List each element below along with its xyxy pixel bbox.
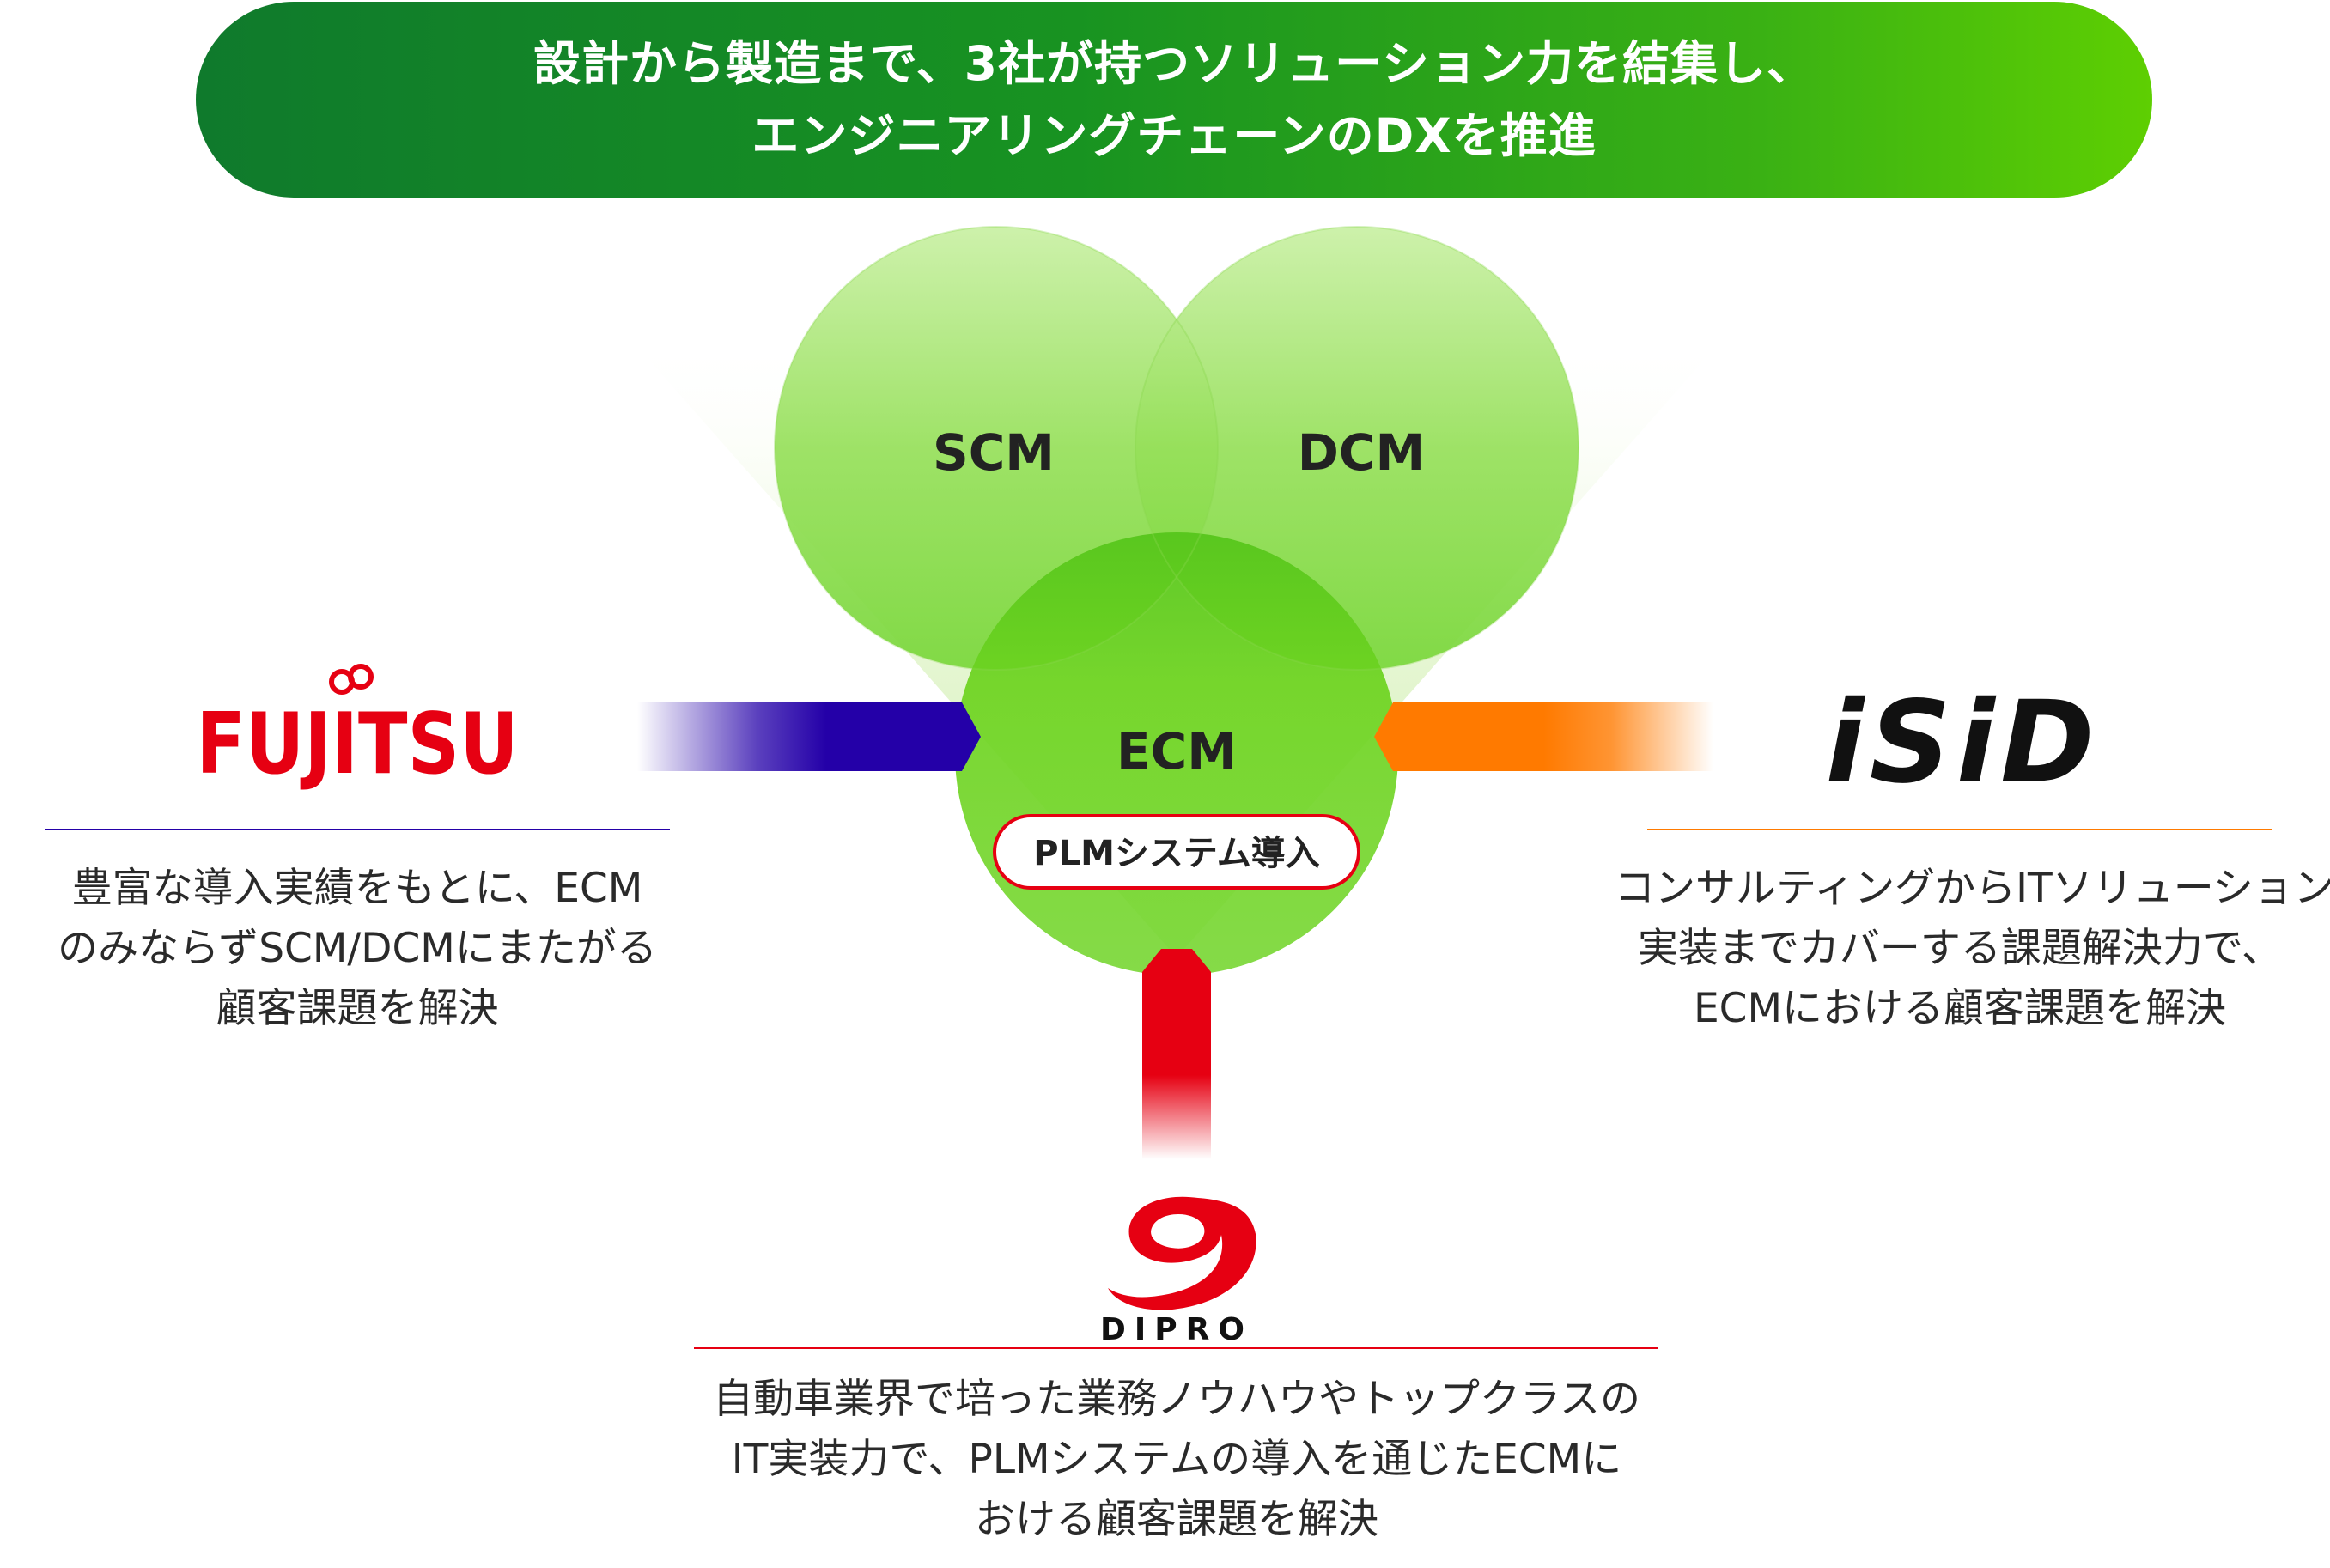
ecm-label: ECM	[1116, 722, 1237, 781]
fujitsu-arrow	[637, 702, 981, 771]
headline-line-1: 設計から製造まで、3社が持つソリューション力を結集し、	[533, 36, 1815, 91]
scm-circle-outline	[774, 226, 1219, 671]
dipro-logo-mark	[1108, 1196, 1256, 1310]
fujitsu-description: 豊富な導入実績をもとに、ECM のみならずSCM/DCMにまたがる 顧客課題を解…	[34, 859, 680, 1039]
isid-description-line: コンサルティングからITソリューション	[1615, 865, 2330, 912]
dipro-description-line: 自動車業界で培った業務ノウハウやトップクラスの	[712, 1376, 1641, 1423]
isid-description-line: ECMにおける顧客課題を解決	[1693, 985, 2227, 1032]
isid-arrow	[1374, 702, 1713, 771]
headline-banner: 設計から製造まで、3社が持つソリューション力を結集し、 エンジニアリングチェーン…	[196, 2, 2152, 198]
dipro-description: 自動車業界で培った業務ノウハウやトップクラスの IT実装力で、PLMシステムの導…	[653, 1370, 1700, 1550]
scm-label: SCM	[933, 423, 1055, 482]
fujitsu-logo: FUJITSU	[196, 664, 519, 793]
dipro-arrow	[1142, 949, 1211, 1159]
dipro-description-line: おける顧客課題を解決	[975, 1496, 1378, 1543]
headline-line-2: エンジニアリングチェーンのDXを推進	[751, 108, 1597, 163]
dipro-logo: DIPRO	[1100, 1196, 1256, 1347]
plm-badge	[993, 814, 1360, 890]
fujitsu-description-line: 豊富な導入実績をもとに、ECM	[71, 865, 643, 912]
fujitsu-logo-text: FUJITSU	[196, 695, 518, 793]
plm-badge-label: PLMシステム導入	[1033, 834, 1319, 873]
isid-description-line: 実装までカバーする課題解決力で、	[1637, 925, 2283, 972]
fujitsu-description-line: のみならずSCM/DCMにまたがる	[58, 925, 657, 972]
fujitsu-infinity-right	[348, 664, 374, 690]
isid-logo: iSiD	[1825, 677, 2099, 809]
dipro-logo-text: DIPRO	[1100, 1312, 1253, 1347]
dcm-circle-outline	[1135, 226, 1579, 671]
isid-description: コンサルティングからITソリューション 実装までカバーする課題解決力で、 ECM…	[1615, 859, 2330, 1039]
dcm-label: DCM	[1298, 423, 1425, 482]
fujitsu-description-line: 顧客課題を解決	[216, 985, 499, 1032]
dipro-description-line: IT実装力で、PLMシステムの導入を通じたECMに	[731, 1436, 1622, 1483]
